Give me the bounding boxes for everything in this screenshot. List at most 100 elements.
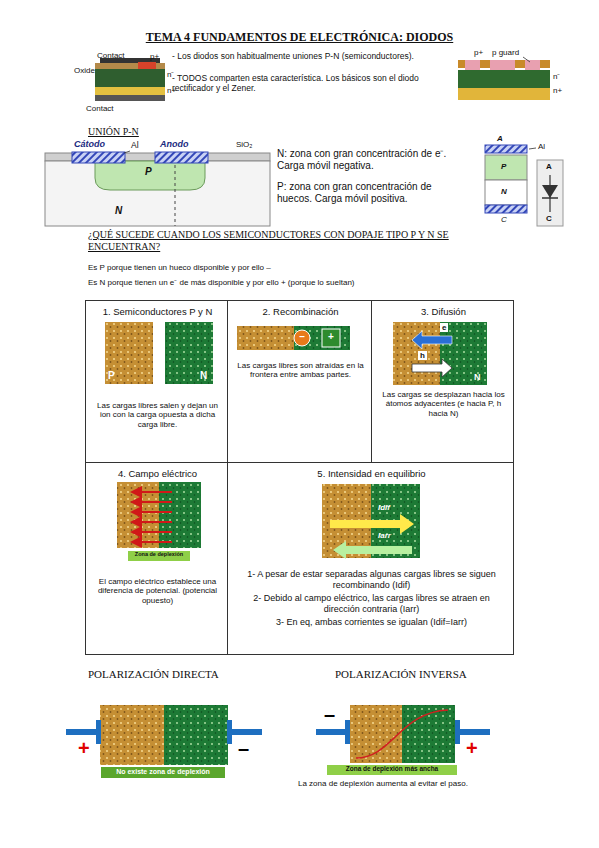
polarity-sign: – [324, 704, 335, 724]
carrier-label: e [440, 323, 448, 332]
cell-text: El campo eléctrico establece una diferen… [92, 577, 223, 605]
bullet-note: - TODOS comparten esta característica. L… [172, 73, 444, 93]
diode-symbol-part [537, 160, 563, 226]
reverse-bias-figure-part [356, 710, 448, 758]
electric-field-figure-part [132, 501, 172, 503]
description: P: zona con gran concentración de huecos… [277, 181, 457, 205]
section-heading: POLARIZACIÓN DIRECTA [88, 668, 219, 681]
semiconductor-blocks-part [165, 322, 213, 384]
forward-bias-figure-part [232, 729, 262, 735]
guard-ring-diode-part [458, 88, 550, 100]
charge-sign: + [322, 332, 340, 342]
part-label: p+ [474, 48, 483, 57]
forward-bias-figure-part [96, 720, 101, 744]
cell-text: Las cargas se desplazan hacia los átomos… [378, 390, 509, 418]
electric-field-figure [117, 482, 201, 548]
cell-heading: 3. Difusión [376, 306, 511, 317]
device-cross-section-part [95, 95, 165, 101]
terminal-label: A [546, 162, 552, 171]
table-cell: 3. DifusiónLas cargas se desplazan hacia… [371, 300, 514, 463]
list-item: 3- En eq, ambas corrientes se igualan (I… [244, 617, 499, 628]
depletion-band: No existe zona de deplexión [101, 767, 225, 778]
device-cross-section-part [95, 69, 165, 87]
table-cell: 2. RecombinaciónLas cargas libres son at… [227, 300, 372, 463]
diode-symbol-part [542, 197, 558, 199]
polarity-sign: + [78, 738, 90, 758]
pn-junction-section-part [124, 151, 130, 153]
device-cross-section-part [95, 63, 165, 69]
junction-layers-part [485, 180, 527, 205]
recombination-figure-part [294, 330, 310, 346]
list-item: 2- Debido al campo eléctrico, las cargas… [244, 593, 499, 614]
equilibrium-figure [322, 484, 420, 559]
current-label: Idif [378, 503, 390, 512]
polarity-sign: – [238, 738, 249, 758]
electrode-label: Cátodo [74, 139, 105, 150]
terminal-label: C [501, 215, 507, 224]
note: Es P porque tienen un hueco disponible y… [88, 263, 271, 272]
section-heading: ¿QUÉ SUCEDE CUANDO LOS SEMICONDUCTORES C… [88, 229, 518, 253]
depletion-band: Zona de deplexión más ancha [327, 765, 457, 775]
device-cross-section [95, 58, 165, 101]
guard-ring-diode [458, 57, 550, 100]
cell-heading: 5. Intensidad en equilibrio [232, 468, 511, 479]
part-label: Al [131, 140, 139, 150]
guard-ring-diode-part [490, 60, 515, 70]
diode-symbol-part [542, 185, 558, 198]
part-label: p+ [150, 52, 159, 61]
section-heading: POLARIZACIÓN INVERSA [335, 668, 467, 681]
cell-heading: 4. Campo eléctrico [90, 468, 225, 479]
note: Es N porque tienen un e⁻ de más disponib… [88, 278, 355, 287]
table-cell: 4. Campo eléctrico El campo eléctrico est… [85, 462, 228, 655]
band-text: Zona de deplexión [128, 552, 190, 558]
cell-heading: 1. Semiconductores P y N [90, 306, 225, 317]
guard-ring-diode-part [458, 70, 550, 88]
page-title: TEMA 4 FUNDAMENTOS DE ELECTRÓNICA: DIODO… [0, 30, 599, 45]
recombination-figure [237, 326, 350, 350]
device-cross-section-part [95, 87, 165, 95]
forward-bias-figure [66, 705, 262, 765]
equilibrium-figure-part [330, 514, 414, 534]
terminal-label: A [497, 134, 503, 143]
electric-field-figure-part [132, 531, 172, 533]
pn-junction-section-part [175, 165, 176, 226]
cell-text: Las cargas libres son atraídas en la fro… [236, 361, 365, 380]
reverse-bias-figure-part [345, 720, 350, 744]
diffusion-figure-part [440, 322, 487, 385]
depletion-band: Zona de deplexión [128, 551, 190, 561]
region-label: P [145, 166, 152, 178]
description: N: zona con gran concentración de e⁻. Ca… [277, 148, 457, 172]
guard-ring-diode-part [523, 57, 530, 62]
junction-layers [485, 145, 536, 213]
reverse-bias-figure [316, 705, 490, 763]
list-item: 1- A pesar de estar separadas algunas ca… [244, 569, 499, 590]
electrode-label: Anodo [160, 139, 189, 150]
pn-junction-section-part [45, 161, 270, 226]
reverse-bias-figure-part [455, 720, 460, 744]
electric-field-figure-part [132, 521, 172, 523]
reverse-bias-figure-part [316, 729, 346, 735]
cell-heading: 2. Recombinación [232, 306, 369, 317]
part-label: n⁻ [553, 72, 560, 81]
pn-junction-section [45, 151, 270, 226]
part-label: Oxide [74, 66, 95, 75]
bullet-note: - Los diodos son habitualmente uniones P… [172, 51, 444, 61]
pn-junction-section-part [155, 152, 208, 163]
diffusion-figure-part [412, 359, 452, 377]
reverse-bias-figure-part [350, 705, 402, 763]
equilibrium-figure-part [333, 541, 412, 559]
diode-symbol [537, 160, 563, 226]
cell-text: Las cargas libres salen y dejan un ion c… [92, 401, 223, 429]
device-cross-section-part [138, 62, 156, 70]
note: La zona de deplexión aumenta al evitar e… [298, 779, 468, 788]
semiconductor-blocks-part [105, 322, 153, 384]
junction-layers-part [485, 145, 527, 153]
diffusion-figure-part [412, 331, 452, 349]
table-cell: 1. Semiconductores P y N Las cargas libre… [85, 300, 228, 463]
region-label: P [108, 370, 115, 382]
region-label: N [115, 205, 122, 217]
table-cell: 5. Intensidad en equilibrio 1- A pesar de… [227, 462, 514, 655]
terminal-label: C [546, 214, 552, 223]
part-label: SiO₂ [236, 140, 252, 149]
